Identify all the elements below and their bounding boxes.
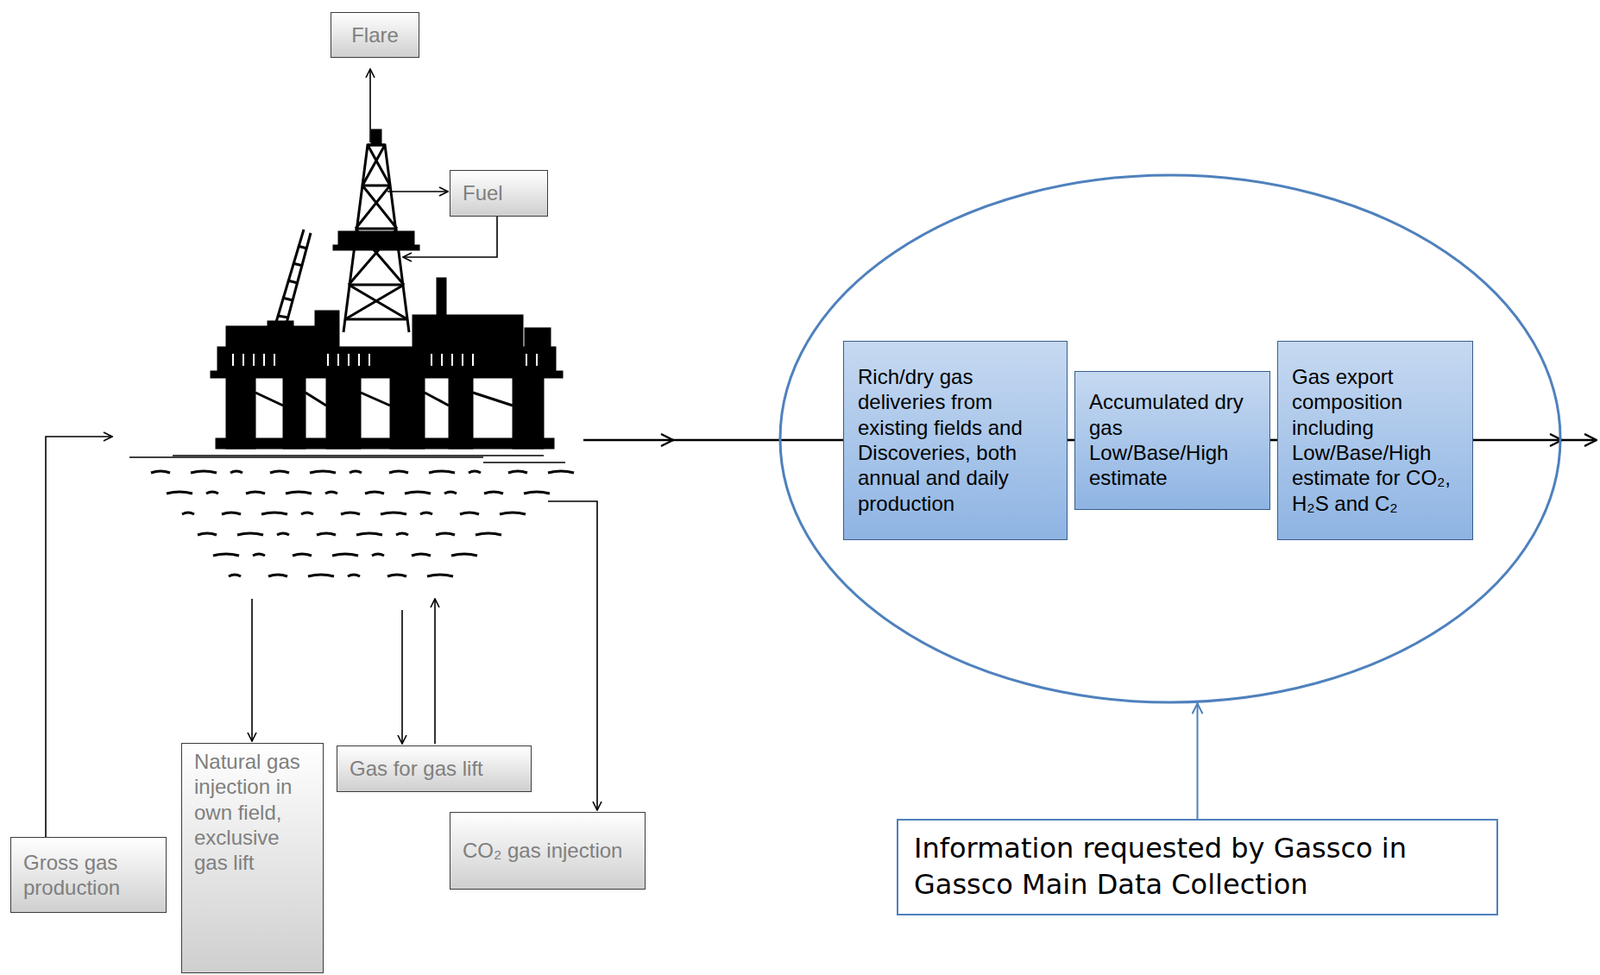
delivery-arrow-end bbox=[1560, 439, 1597, 442]
wave-stroke bbox=[427, 574, 454, 577]
waterline bbox=[129, 456, 484, 459]
gross-gas-arrow bbox=[45, 436, 113, 838]
flare-box: Flare bbox=[330, 12, 420, 58]
wave-stroke bbox=[245, 491, 265, 494]
wave-stroke bbox=[182, 512, 195, 515]
wave-stroke bbox=[325, 491, 338, 494]
co2-arrow bbox=[548, 501, 598, 811]
wave-stroke bbox=[277, 533, 290, 536]
wave-stroke bbox=[508, 471, 528, 473]
box-text: Natural gas injection in own field, excl… bbox=[194, 749, 311, 876]
export-arrow bbox=[583, 439, 674, 442]
box-text: CO₂ gas injection bbox=[462, 837, 633, 863]
sea-surface bbox=[129, 455, 574, 577]
wave-stroke bbox=[404, 491, 431, 494]
box-text: Gross gas production bbox=[23, 850, 154, 901]
wave-stroke bbox=[387, 574, 407, 577]
wave-stroke bbox=[420, 512, 433, 515]
wave-stroke bbox=[197, 533, 217, 536]
gas-lift-down-arrow bbox=[401, 610, 404, 744]
box-text: Information requested by Gassco in Gassc… bbox=[913, 831, 1481, 903]
wave-stroke bbox=[332, 554, 359, 556]
wave-stroke bbox=[411, 554, 431, 556]
wave-stroke bbox=[389, 471, 409, 473]
wave-stroke bbox=[213, 554, 240, 556]
connector-line bbox=[1270, 439, 1278, 442]
fuel-return-arrow bbox=[403, 216, 498, 258]
wave-stroke bbox=[190, 471, 217, 473]
process-box: Accumulated dry gas Low/Base/High estima… bbox=[1074, 371, 1271, 511]
box-text: Gas export composition including Low/Bas… bbox=[1291, 364, 1459, 517]
wave-stroke bbox=[228, 574, 241, 577]
wave-stroke bbox=[340, 512, 360, 515]
process-box: Rich/dry gas deliveries from existing fi… bbox=[843, 340, 1068, 541]
box-text: Accumulated dry gas Low/Base/High estima… bbox=[1089, 389, 1256, 491]
wave-stroke bbox=[261, 512, 288, 515]
wave-stroke bbox=[356, 533, 383, 536]
wave-stroke bbox=[365, 491, 385, 494]
connector-line bbox=[1067, 439, 1075, 442]
injection-arrow bbox=[251, 598, 253, 742]
ellipse-line bbox=[780, 175, 1561, 703]
wave-stroke bbox=[499, 512, 526, 515]
wave-stroke bbox=[309, 471, 336, 473]
fuel-box: Fuel bbox=[449, 170, 549, 217]
wave-stroke bbox=[428, 471, 455, 473]
export-line bbox=[671, 439, 844, 442]
wave-stroke bbox=[230, 471, 243, 473]
wave-stroke bbox=[221, 512, 241, 515]
process-box: Gas export composition including Low/Bas… bbox=[1277, 340, 1474, 541]
wave-stroke bbox=[166, 491, 193, 494]
wave-stroke bbox=[316, 533, 336, 536]
wave-stroke bbox=[285, 491, 312, 494]
wave-stroke bbox=[206, 491, 219, 494]
oil-platform bbox=[210, 129, 563, 449]
wave-stroke bbox=[459, 512, 479, 515]
delivery-arrow bbox=[1473, 439, 1563, 442]
wave-stroke bbox=[237, 533, 264, 536]
connector-arrow bbox=[1196, 703, 1199, 819]
wave-stroke bbox=[151, 471, 171, 473]
wave-stroke bbox=[484, 491, 504, 494]
fuel-arrow bbox=[387, 190, 448, 193]
wave-stroke bbox=[347, 574, 360, 577]
wave-stroke bbox=[396, 533, 409, 536]
wave-stroke bbox=[475, 533, 502, 536]
wave-stroke bbox=[270, 471, 290, 473]
co2-injection-box: CO₂ gas injection bbox=[449, 812, 646, 890]
gas-lift-box: Gas for gas lift bbox=[336, 745, 532, 793]
box-text: Gas for gas lift bbox=[349, 755, 519, 782]
gas-lift-up-arrow bbox=[434, 598, 436, 744]
wave-stroke bbox=[451, 554, 478, 556]
flare-arrow bbox=[369, 69, 372, 143]
waterline bbox=[483, 461, 566, 464]
wave-stroke bbox=[371, 554, 385, 556]
injection-box: Natural gas injection in own field, excl… bbox=[181, 743, 324, 974]
wave-stroke bbox=[523, 491, 550, 494]
wave-stroke bbox=[435, 533, 455, 536]
wave-stroke bbox=[548, 471, 574, 473]
wave-stroke bbox=[308, 574, 334, 577]
waterline bbox=[172, 454, 544, 457]
wave-stroke bbox=[380, 512, 407, 515]
wave-stroke bbox=[252, 554, 265, 556]
wave-stroke bbox=[292, 554, 312, 556]
wave-stroke bbox=[349, 471, 362, 473]
box-text: Fuel bbox=[462, 180, 536, 206]
wave-stroke bbox=[301, 512, 314, 515]
box-text: Flare bbox=[343, 22, 407, 48]
box-text: Rich/dry gas deliveries from existing fi… bbox=[857, 364, 1053, 517]
gross-gas-box: Gross gas production bbox=[10, 837, 167, 914]
data-collection-ellipse: Rich/dry gas deliveries from existing fi… bbox=[778, 173, 1563, 705]
callout-box: Information requested by Gassco in Gassc… bbox=[896, 818, 1499, 916]
wave-stroke bbox=[444, 491, 457, 494]
wave-stroke bbox=[268, 574, 288, 577]
wave-stroke bbox=[468, 471, 481, 473]
